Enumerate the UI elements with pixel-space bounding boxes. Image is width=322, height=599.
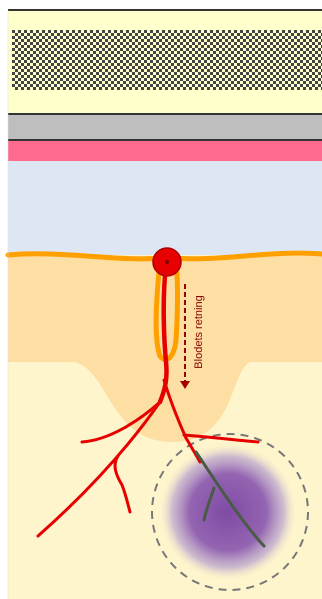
arrow-label: Blodets retning — [193, 295, 205, 368]
checker-pattern — [12, 30, 322, 90]
purple-region — [158, 442, 298, 582]
vessel-node-center — [165, 260, 169, 264]
grey-band — [8, 114, 322, 140]
sky-region — [8, 161, 322, 261]
pink-band — [8, 141, 322, 161]
